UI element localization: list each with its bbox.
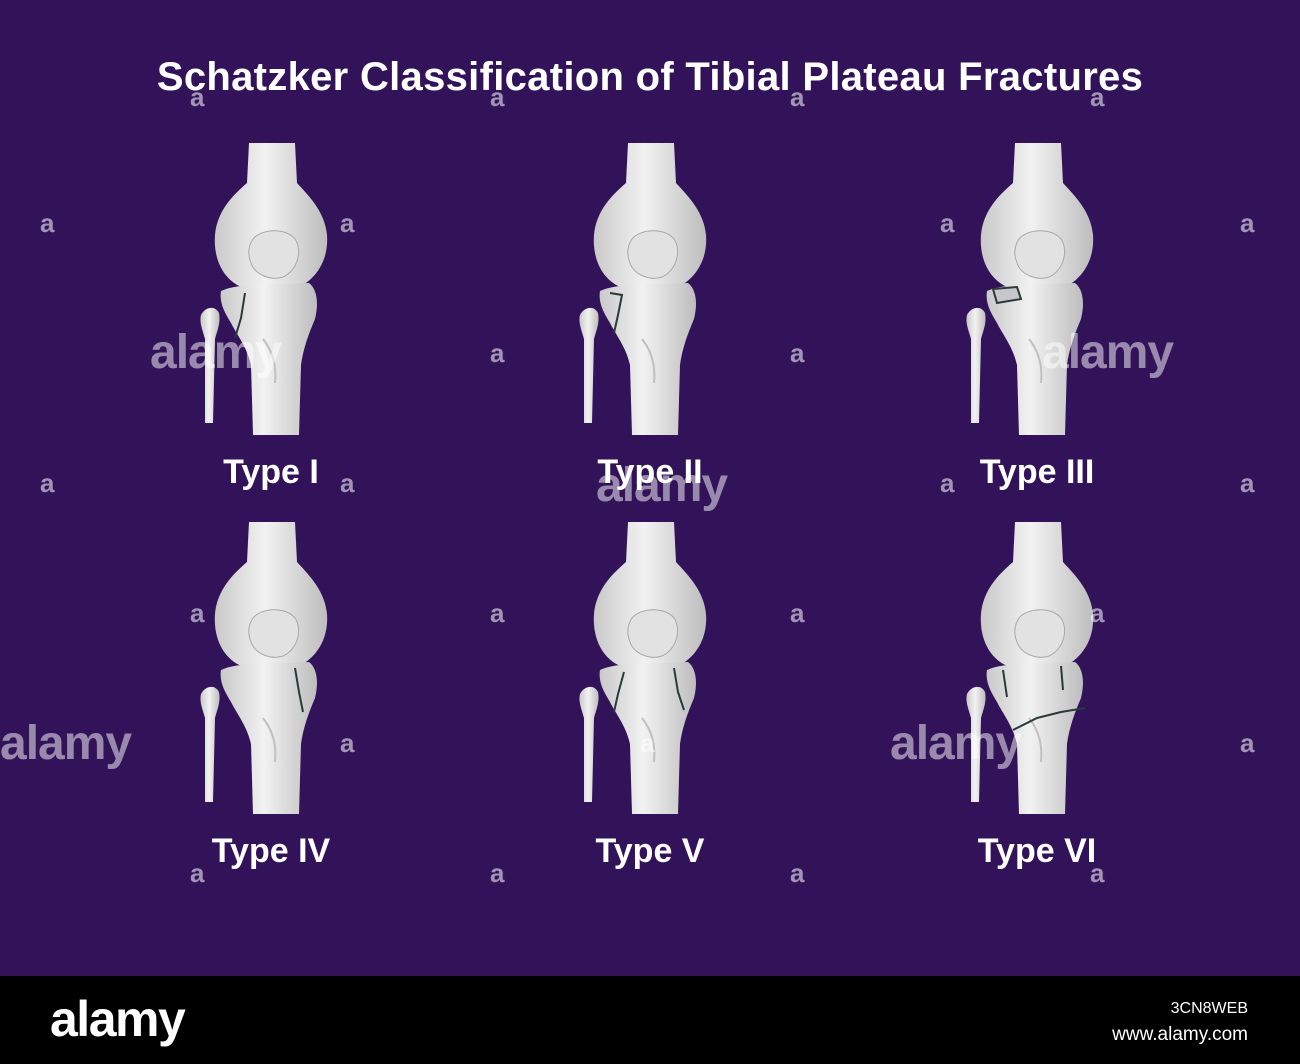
watermark-letter: a [490,82,505,112]
watermark-text: alamy [150,326,282,379]
fracture-type-4: Type IV [141,522,401,902]
watermark-letter: a [40,208,55,238]
image-id: 3CN8WEB [1170,1000,1248,1017]
type-label: Type III [979,453,1095,491]
site-url: www.alamy.com [1112,1024,1248,1045]
watermark-text: alamy [890,717,1022,770]
type-label: Type V [595,832,705,870]
watermark-letter: a [190,858,205,888]
watermark-letter: a [490,598,505,628]
watermark-letter: a [190,82,205,112]
watermark-letter: a [40,468,55,498]
knee-bone-illustration [199,143,329,435]
watermark-letter: a [1240,208,1255,238]
watermark-letter: a [190,598,205,628]
watermark-letter: a [940,208,955,238]
watermark-text: alamy [596,459,728,512]
watermark-letter: a [490,858,505,888]
knee-bone-illustration [965,143,1095,435]
alamy-logo: alamy [50,991,186,1047]
illustration-title: Schatzker Classification of Tibial Plate… [156,55,1144,99]
knee-bone-illustration [965,522,1095,814]
fracture-type-5: Type V [520,522,780,902]
type-label: Type II [597,453,703,491]
watermark-letter: a [1090,82,1105,112]
watermark-letter: a [1090,598,1105,628]
watermark-letter: a [490,338,505,368]
type-label: Type VI [977,832,1097,870]
watermark-letter: a [1240,468,1255,498]
knee-bone-illustration [578,143,708,435]
watermark-letter: a [1090,858,1105,888]
watermark-letter: a [340,208,355,238]
watermark-text: alamy [0,717,132,770]
illustration-panel: Schatzker Classification of Tibial Plate… [0,0,1300,976]
stock-footer-bar: alamy 3CN8WEB www.alamy.com [0,976,1300,1064]
fracture-type-6: Type VI [907,522,1167,902]
watermark-letter: a [940,468,955,498]
fracture-type-1: Type I [141,143,401,523]
watermark-letter: a [790,82,805,112]
watermark-letter: a [1240,728,1255,758]
knee-bone-illustration [199,522,329,814]
watermark-letter: a [340,728,355,758]
watermark-letter: a [790,338,805,368]
knee-bone-illustration [578,522,708,814]
watermark-letter: a [790,598,805,628]
watermark-letter: a [790,858,805,888]
type-label: Type IV [211,832,331,870]
watermark-letter: a [340,468,355,498]
watermark-text: alamy [1042,326,1174,379]
type-label: Type I [223,453,319,491]
fracture-type-2: Type II [520,143,780,523]
watermark-letter: a [640,728,655,758]
fracture-type-3: Type III [907,143,1167,523]
